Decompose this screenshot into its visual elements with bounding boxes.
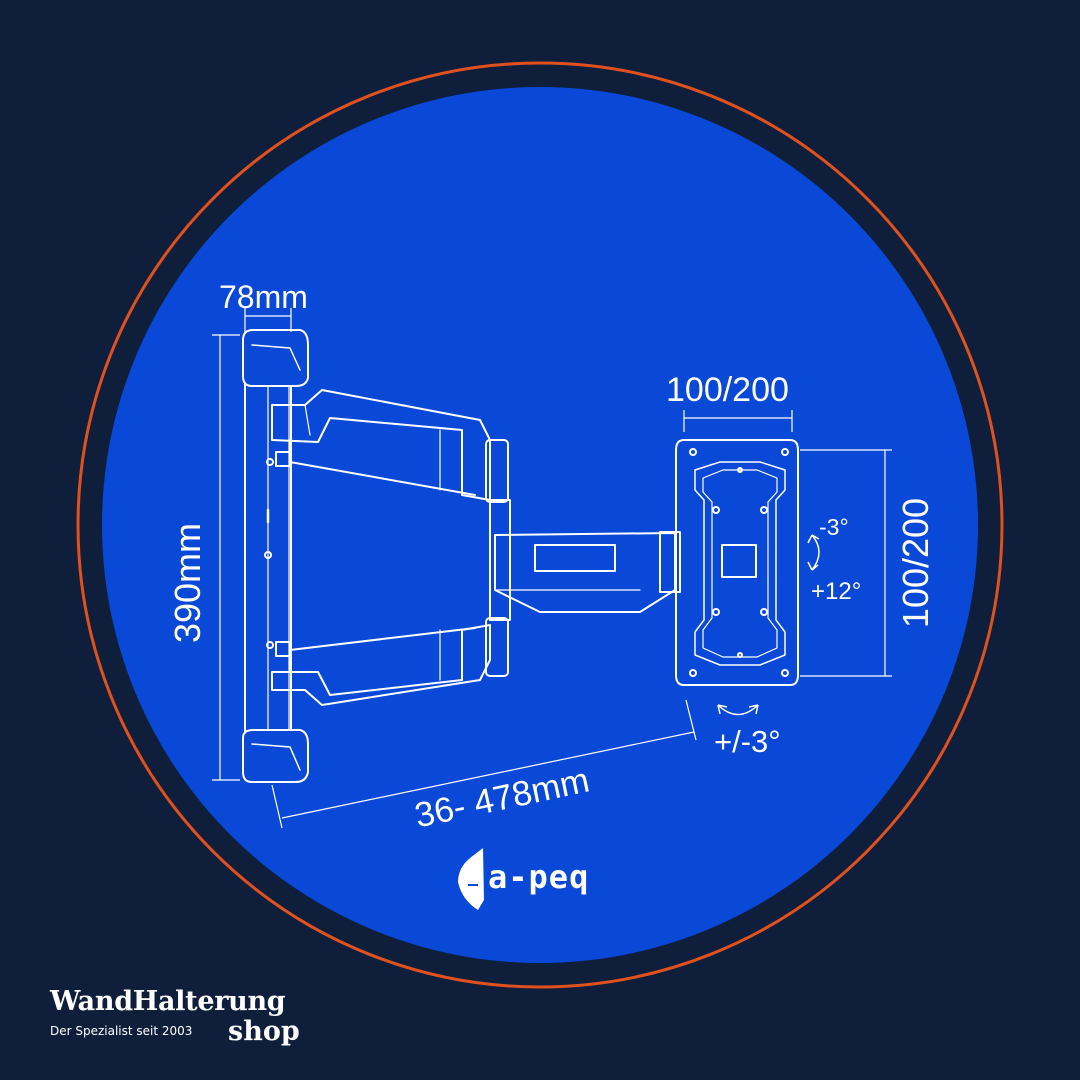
swivel-label: +/-3° <box>714 724 781 759</box>
upper-arm <box>271 389 509 503</box>
depth-label: 78mm <box>219 279 308 315</box>
height-label: 390mm <box>167 522 208 644</box>
vesa-horizontal-label: 100/200 <box>666 371 789 409</box>
store-tagline: Der Spezialist seit 2003 <box>50 1024 193 1038</box>
store-logo: WandHalterung Der Spezialist seit 2003 s… <box>50 986 300 1045</box>
tilt-down-label: +12° <box>811 578 862 605</box>
store-brand-name: WandHalterung <box>50 986 286 1017</box>
vesa-vertical-label: 100/200 <box>895 497 936 629</box>
tilt-arrow-icon <box>811 534 820 571</box>
swivel-arrow-icon <box>717 704 759 716</box>
ring <box>76 61 1004 989</box>
tilt-up-label: -3° <box>819 514 849 540</box>
brand-logo-icon <box>458 848 484 910</box>
product-brand-name: a-peq <box>488 858 590 896</box>
vesa-plate <box>675 439 799 686</box>
lower-arm <box>271 617 509 706</box>
store-brand-shop: shop <box>228 1016 300 1047</box>
blue-disc <box>102 87 978 963</box>
